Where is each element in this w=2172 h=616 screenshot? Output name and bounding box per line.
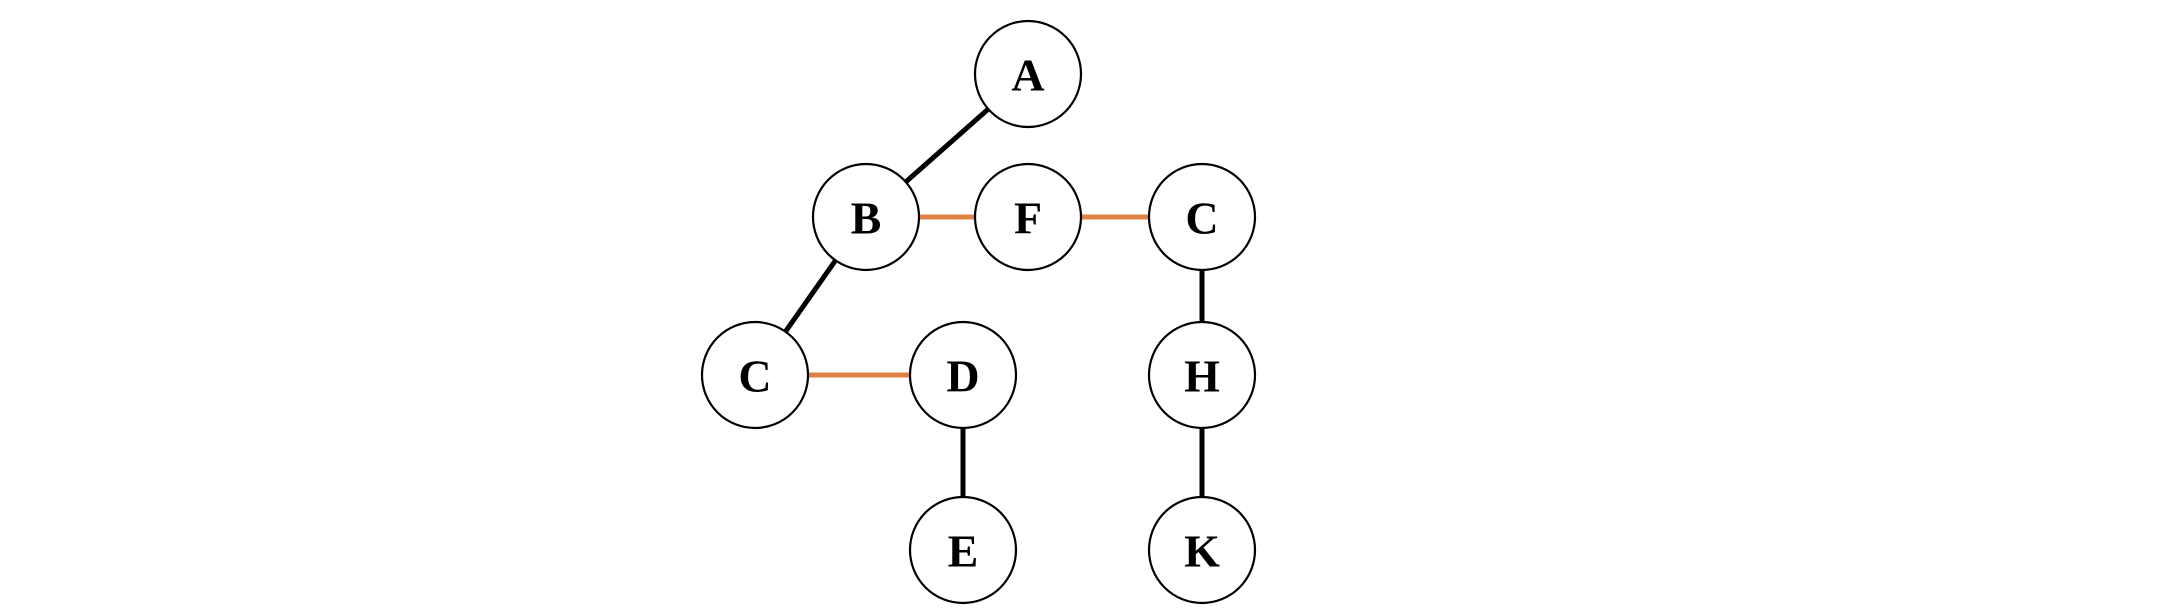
graph-node-h[interactable]: H <box>1147 320 1257 430</box>
node-circle <box>908 320 1018 430</box>
node-circle <box>973 162 1083 272</box>
graph-node-d[interactable]: D <box>908 320 1018 430</box>
node-circle <box>700 320 810 430</box>
node-label: B <box>851 193 882 244</box>
node-label: C <box>1185 193 1218 244</box>
node-layer: A B F C C D H E K <box>700 19 1257 605</box>
node-circle <box>973 19 1083 129</box>
graph-node-c1[interactable]: C <box>1147 162 1257 272</box>
node-circle <box>1147 495 1257 605</box>
node-label: D <box>946 351 979 402</box>
graph-node-a[interactable]: A <box>973 19 1083 129</box>
node-label: C <box>738 351 771 402</box>
graph-node-c2[interactable]: C <box>700 320 810 430</box>
node-circle <box>908 495 1018 605</box>
graph-node-k[interactable]: K <box>1147 495 1257 605</box>
node-label: E <box>948 526 979 577</box>
graph-node-e[interactable]: E <box>908 495 1018 605</box>
node-label: A <box>1011 50 1044 101</box>
node-circle <box>811 162 921 272</box>
node-circle <box>1147 162 1257 272</box>
graph-node-b[interactable]: B <box>811 162 921 272</box>
graph-edge-b-c <box>782 258 839 334</box>
node-label: K <box>1184 526 1220 577</box>
node-label: H <box>1184 351 1220 402</box>
graph-node-f[interactable]: F <box>973 162 1083 272</box>
graph-edge-a-b <box>903 106 991 185</box>
node-label: F <box>1014 193 1042 244</box>
node-circle <box>1147 320 1257 430</box>
edge-layer <box>782 106 1205 498</box>
